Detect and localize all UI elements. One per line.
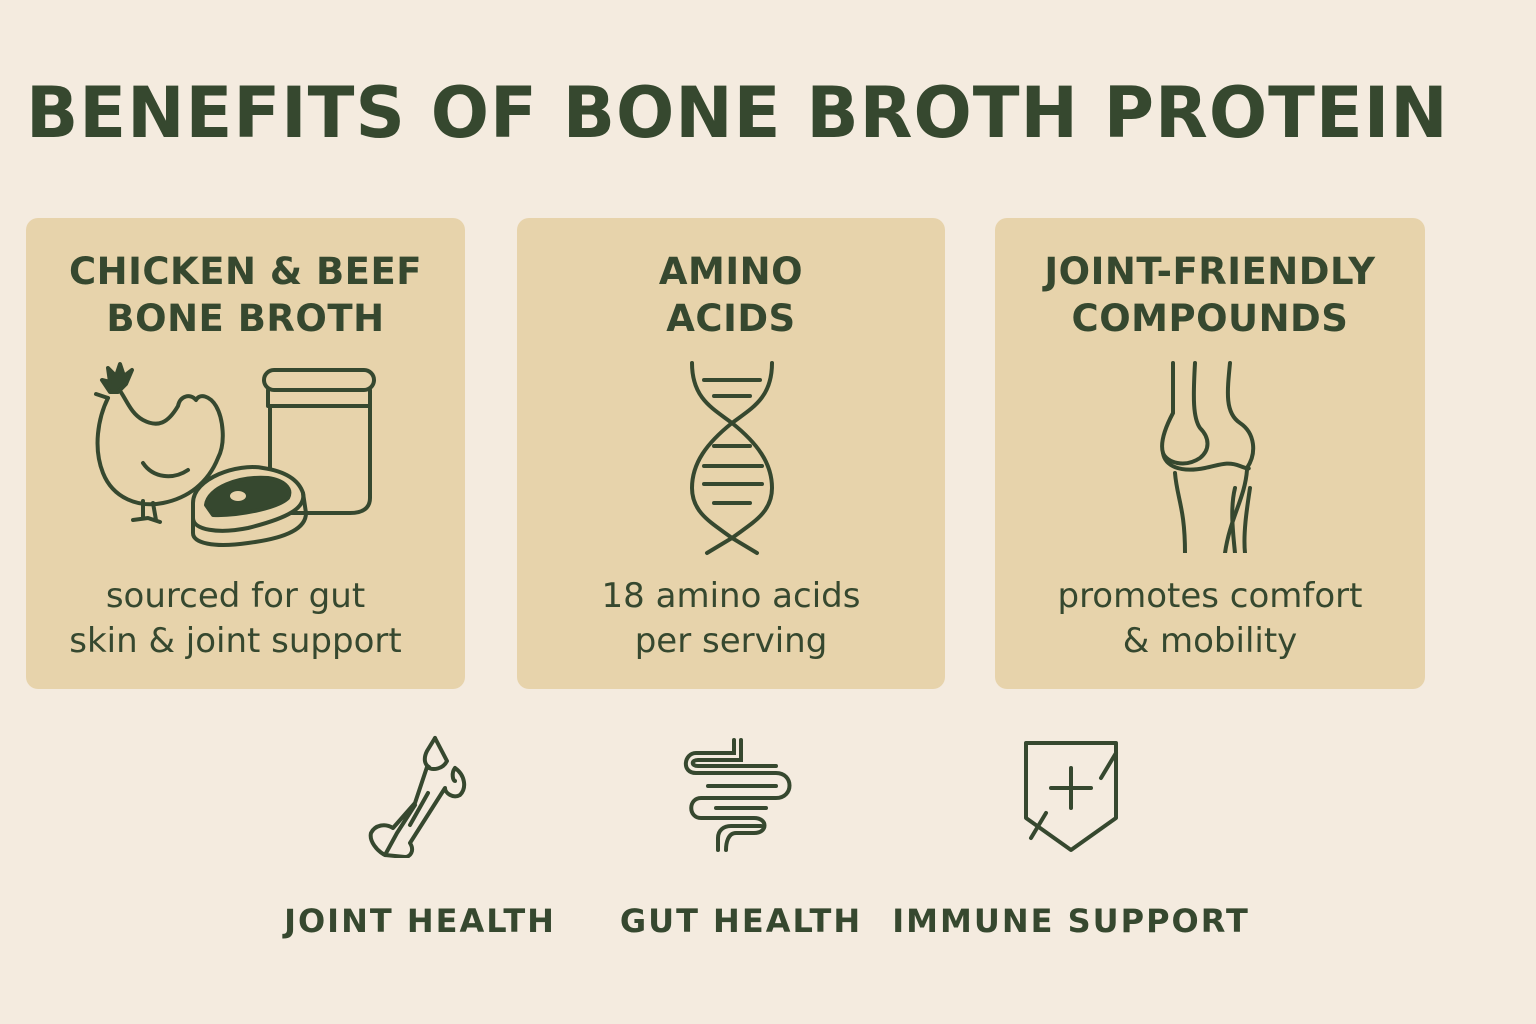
shield-plus-icon <box>1021 730 1121 860</box>
benefit-label: JOINT HEALTH <box>284 902 556 940</box>
card-description: 18 amino acids per serving <box>601 576 861 661</box>
intestine-icon <box>676 730 806 860</box>
knee-joint-icon <box>1155 358 1265 553</box>
benefit-joint-health: JOINT HEALTH <box>270 730 570 940</box>
page-title: BENEFITS OF BONE BROTH PROTEIN <box>26 72 1449 154</box>
card-bone-broth: CHICKEN & BEEF BONE BROTH sourced for gu… <box>26 218 465 689</box>
card-description: sourced for gut skin & joint support <box>69 576 402 661</box>
card-title: AMINO ACIDS <box>658 250 804 340</box>
card-title: CHICKEN & BEEF BONE BROTH <box>68 250 422 340</box>
dna-icon <box>682 358 782 558</box>
card-description: promotes comfort & mobility <box>1057 576 1363 661</box>
card-title: JOINT-FRIENDLY COMPOUNDS <box>1044 250 1376 340</box>
bone-icon <box>355 730 485 860</box>
benefit-label: GUT HEALTH <box>619 902 863 940</box>
benefit-immune-support: IMMUNE SUPPORT <box>892 730 1248 940</box>
chicken-jar-steak-icon <box>88 358 388 558</box>
benefit-gut-health: GUT HEALTH <box>591 730 891 940</box>
benefit-label: IMMUNE SUPPORT <box>892 902 1250 940</box>
card-joint-compounds: JOINT-FRIENDLY COMPOUNDS promotes comfor… <box>995 218 1425 689</box>
card-amino-acids: AMINO ACIDS 18 amino acids per serving <box>517 218 945 689</box>
